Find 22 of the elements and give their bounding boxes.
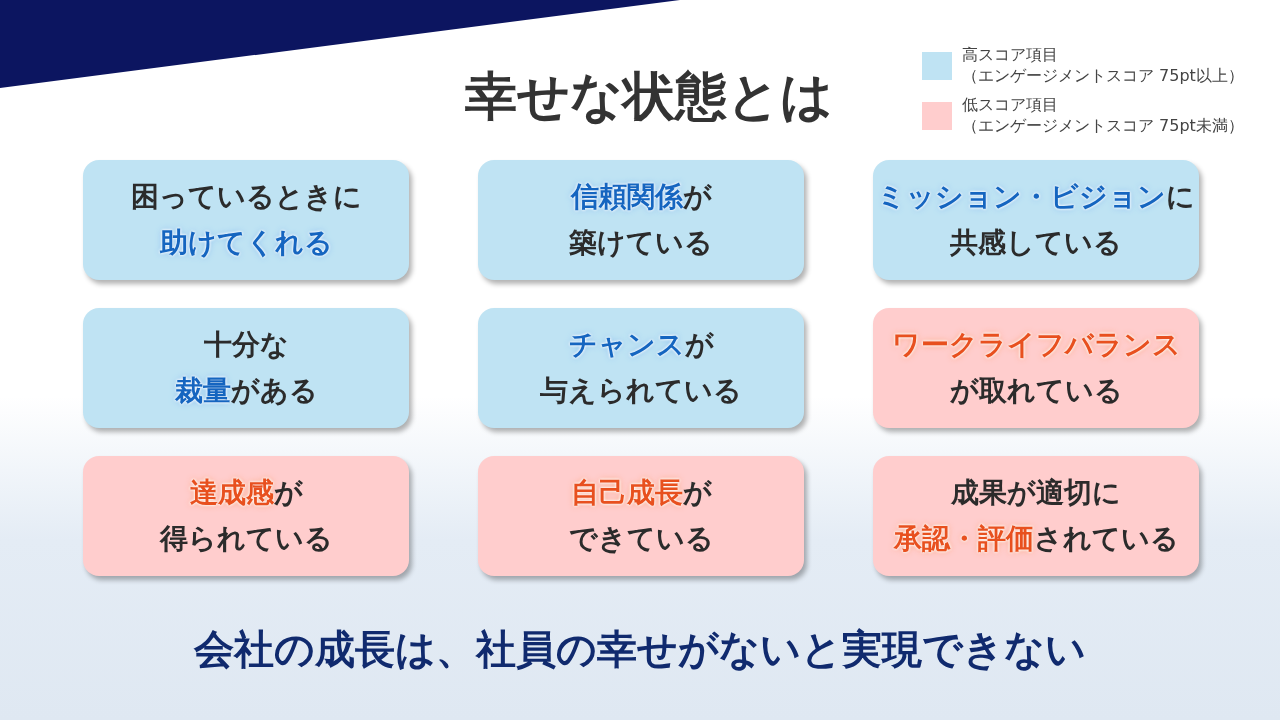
legend-text: 高スコア項目（エンゲージメントスコア 75pt以上）: [962, 44, 1244, 86]
card-text: 十分な裁量がある: [174, 327, 318, 409]
title: 幸せな状態とは: [465, 65, 833, 128]
legend-text: 低スコア項目（エンゲージメントスコア 75pt未満）: [962, 94, 1244, 136]
item-card: [478, 160, 804, 280]
card-text: 自己成長ができている: [568, 475, 714, 557]
card-text: 達成感が得られている: [159, 475, 333, 557]
card-text: 成果が適切に承認・評価されている: [893, 475, 1179, 557]
item-card: [83, 308, 409, 428]
caption: 会社の成長は、社員の幸せがないと実現できない: [192, 625, 1087, 674]
item-card: [873, 160, 1199, 280]
item-card: [83, 160, 409, 280]
item-card: [478, 456, 804, 576]
card-text: ミッション・ビジョンに共感している: [877, 179, 1195, 261]
card-text: チャンスが与えられている: [540, 327, 742, 409]
item-card: [478, 308, 804, 428]
item-card: [873, 308, 1199, 428]
card-text: 信頼関係が築けている: [569, 179, 713, 261]
card-text: 困っているときに助けてくれる: [130, 179, 362, 261]
card-text: ワークライフバランスが取れている: [891, 327, 1181, 409]
item-card: [83, 456, 409, 576]
item-card: [873, 456, 1199, 576]
